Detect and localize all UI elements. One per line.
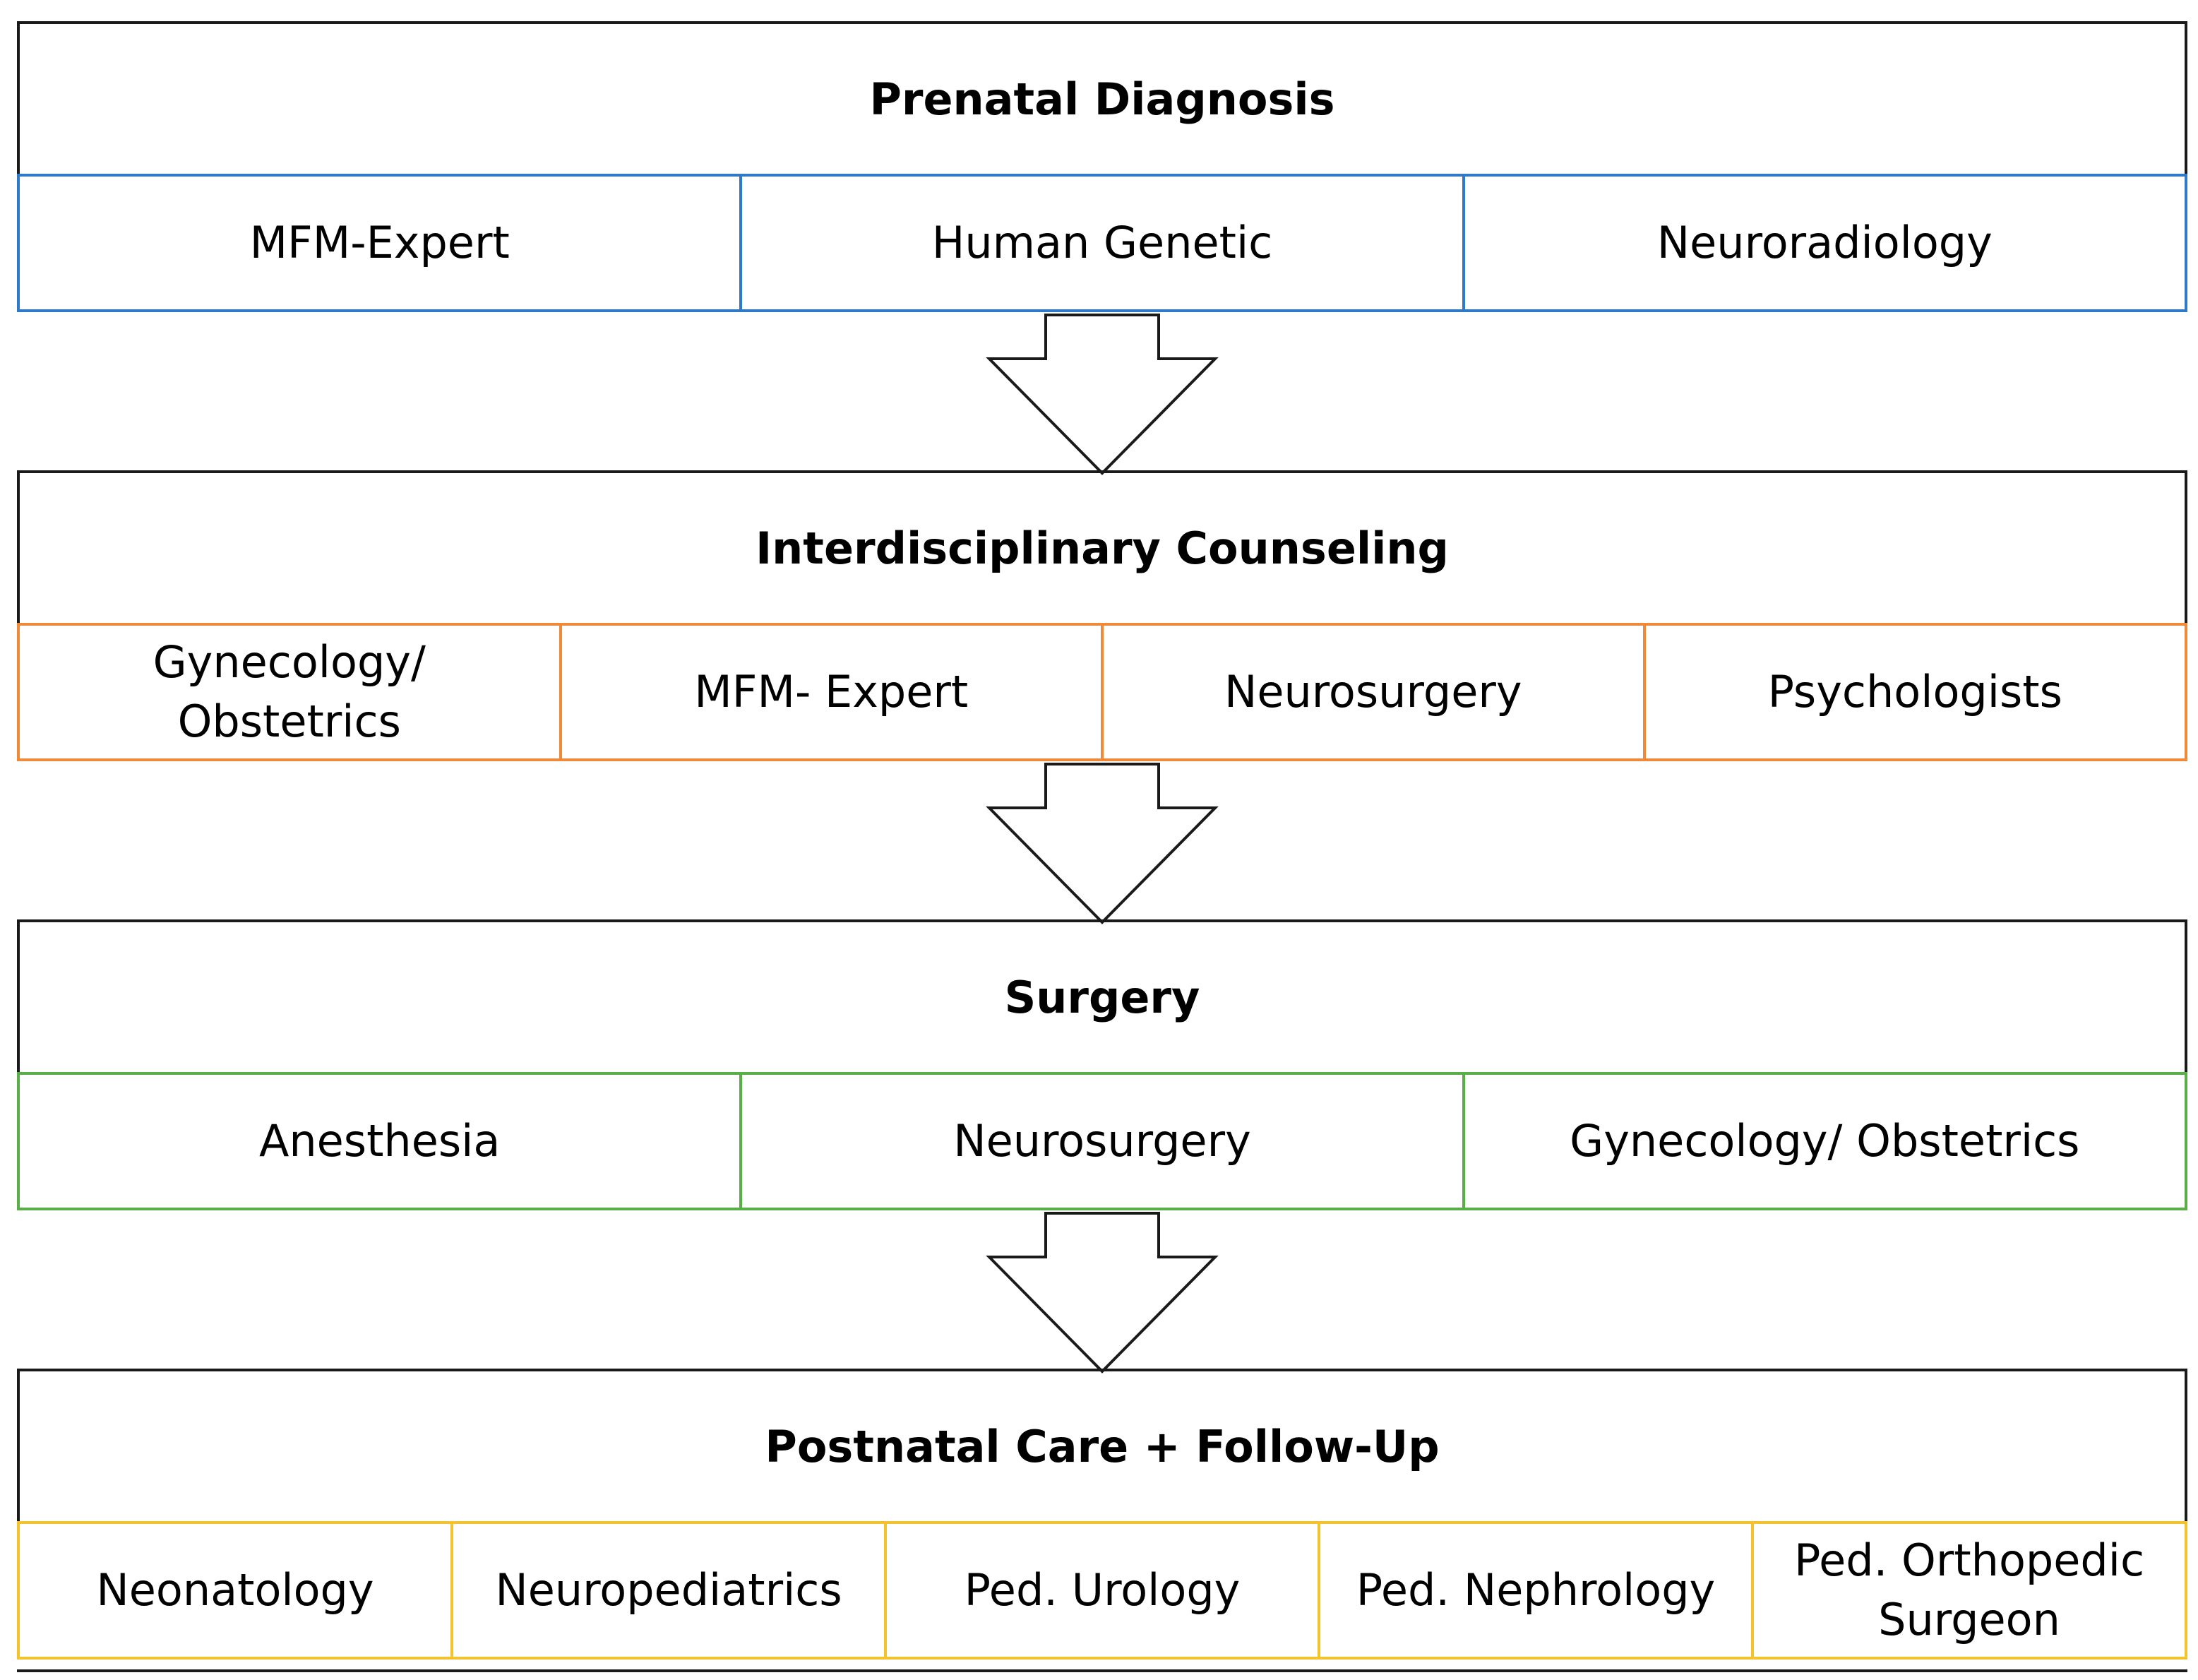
down-arrow-icon [986,1212,1219,1374]
stage-title-box: Interdisciplinary Counseling [17,470,2187,623]
specialty-cell: Ped. Orthopedic Surgeon [1751,1524,2185,1657]
stage-title: Surgery [1004,971,1200,1023]
specialty-cell: Neurosurgery [1101,626,1643,758]
stage-title: Postnatal Care + Follow-Up [765,1420,1440,1472]
stage-cells: Anesthesia Neurosurgery Gynecology/ Obst… [17,1072,2187,1210]
specialty-cell: Ped. Nephrology [1318,1524,1751,1657]
specialty-cell: Psychologists [1642,626,2185,758]
specialty-cell: MFM-Expert [249,217,510,269]
down-arrow-icon [986,314,1219,475]
stage-postnatal-care: Postnatal Care + Follow-Up Neonatology N… [17,1369,2187,1660]
specialty-cell: Neuroradiology [1462,177,2185,309]
stage-title-box: Postnatal Care + Follow-Up [17,1369,2187,1521]
specialty-cell: Neurosurgery [739,1075,1462,1208]
stage-title-box: Surgery [17,919,2187,1072]
stage-title-box: Prenatal Diagnosis [17,21,2187,174]
stage-surgery: Surgery Anesthesia Neurosurgery Gynecolo… [17,919,2187,1210]
stage-title: Prenatal Diagnosis [869,73,1335,125]
specialty-cell: Neonatology [96,1564,374,1616]
stage-interdisciplinary-counseling: Interdisciplinary Counseling Gynecology/… [17,470,2187,761]
bottom-rule [17,1669,2187,1672]
specialty-cell: Anesthesia [258,1115,501,1167]
specialty-cell: Gynecology/ Obstetrics [1462,1075,2185,1208]
stage-cells: Gynecology/ Obstetrics MFM- Expert Neuro… [17,623,2187,761]
stage-cells: Neonatology Neuropediatrics Ped. Urology… [17,1521,2187,1660]
specialty-cell: MFM- Expert [559,626,1101,758]
specialty-cell: Neuropediatrics [450,1524,884,1657]
specialty-cell: Gynecology/ Obstetrics [153,636,426,747]
stage-title: Interdisciplinary Counseling [755,522,1449,574]
down-arrow-icon [986,763,1219,924]
specialty-cell: Ped. Urology [884,1524,1318,1657]
stage-prenatal-diagnosis: Prenatal Diagnosis MFM-Expert Human Gene… [17,21,2187,312]
stage-cells: MFM-Expert Human Genetic Neuroradiology [17,174,2187,312]
specialty-cell: Human Genetic [739,177,1462,309]
